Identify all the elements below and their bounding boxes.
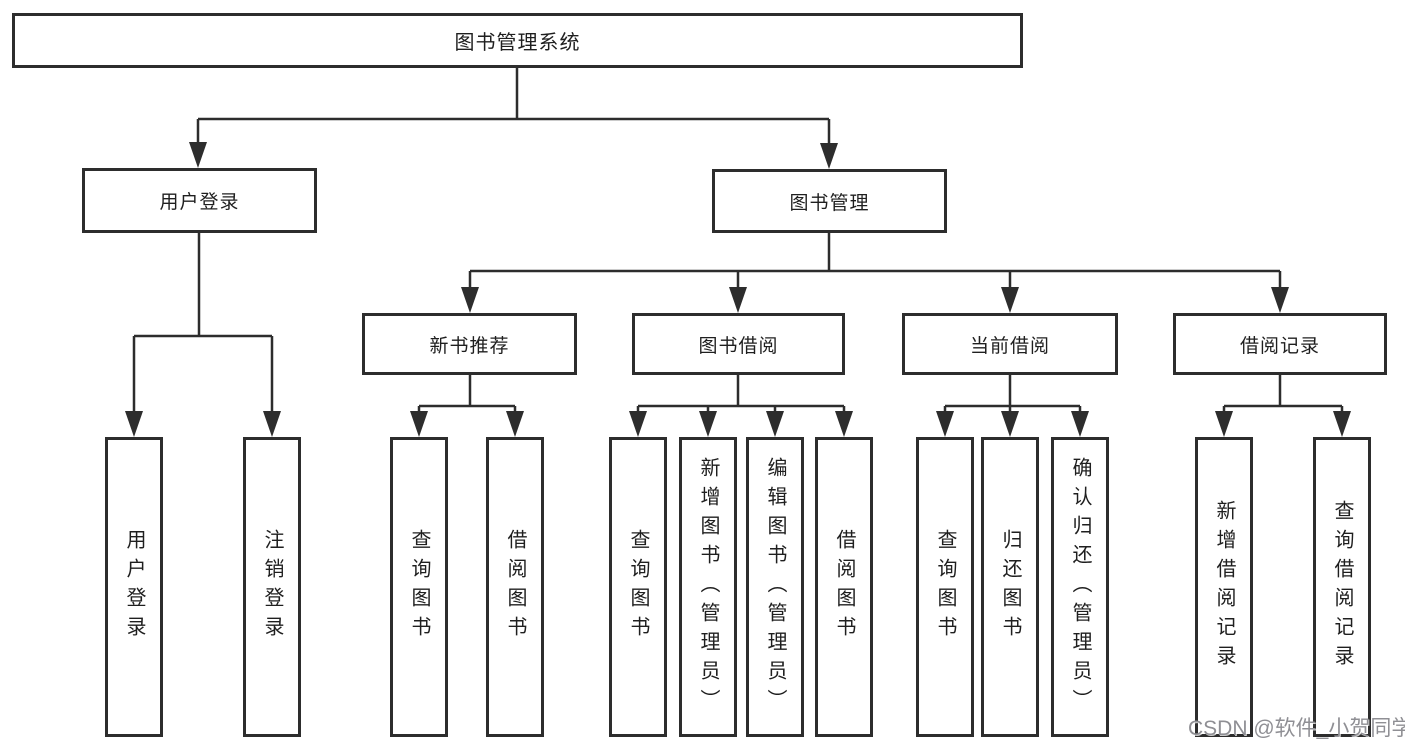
leaf-edit-books-admin-label: 编辑图书（管理员） bbox=[764, 456, 786, 718]
leaf-confirm-return-admin-label: 确认归还（管理员） bbox=[1069, 456, 1091, 718]
leaf-logout: 注销登录 bbox=[243, 437, 301, 737]
arrowhead bbox=[1001, 287, 1019, 313]
arrowhead bbox=[1071, 411, 1089, 437]
arrowhead bbox=[820, 143, 838, 169]
node-current-borrow-label: 当前借阅 bbox=[969, 335, 1050, 357]
node-new-book-recommend: 新书推荐 bbox=[362, 313, 577, 375]
node-user-login: 用户登录 bbox=[82, 168, 317, 233]
leaf-user-login-label: 用户登录 bbox=[123, 529, 145, 645]
leaf-query-books-current: 查询图书 bbox=[916, 437, 974, 737]
leaf-query-borrow-record-label: 查询借阅记录 bbox=[1331, 500, 1353, 674]
leaf-confirm-return-admin: 确认归还（管理员） bbox=[1051, 437, 1109, 737]
csdn-watermark: CSDN @软件_小贺同学 bbox=[1188, 717, 1405, 740]
arrowhead bbox=[506, 411, 524, 437]
connector-user-login-children bbox=[125, 233, 281, 437]
leaf-query-books-current-label: 查询图书 bbox=[934, 529, 956, 645]
arrowhead bbox=[1333, 411, 1351, 437]
leaf-query-borrow-record: 查询借阅记录 bbox=[1313, 437, 1371, 737]
connector-book-mgmt-to-level3 bbox=[461, 233, 1289, 313]
leaf-borrow-books: 借阅图书 bbox=[815, 437, 873, 737]
arrowhead bbox=[410, 411, 428, 437]
arrowhead bbox=[125, 411, 143, 437]
arrowhead bbox=[729, 287, 747, 313]
leaf-add-borrow-record-label: 新增借阅记录 bbox=[1213, 500, 1235, 674]
leaf-query-books-borrow-label: 查询图书 bbox=[627, 529, 649, 645]
leaf-return-books-label: 归还图书 bbox=[999, 529, 1021, 645]
arrowhead bbox=[936, 411, 954, 437]
node-borrow-records-label: 借阅记录 bbox=[1239, 335, 1320, 357]
leaf-borrow-books-recommend-label: 借阅图书 bbox=[504, 529, 526, 645]
arrowhead bbox=[1271, 287, 1289, 313]
arrowhead bbox=[1001, 411, 1019, 437]
leaf-borrow-books-recommend: 借阅图书 bbox=[486, 437, 544, 737]
node-root-library-system: 图书管理系统 bbox=[12, 13, 1023, 68]
node-book-management-label: 图书管理 bbox=[789, 192, 870, 214]
leaf-return-books: 归还图书 bbox=[981, 437, 1039, 737]
leaf-query-books-recommend: 查询图书 bbox=[390, 437, 448, 737]
arrowhead bbox=[461, 287, 479, 313]
arrowhead bbox=[766, 411, 784, 437]
node-user-login-label: 用户登录 bbox=[159, 192, 240, 213]
node-root-label: 图书管理系统 bbox=[454, 32, 581, 54]
leaf-add-books-admin: 新增图书（管理员） bbox=[679, 437, 737, 737]
arrowhead bbox=[189, 142, 207, 168]
connector-new-books-children bbox=[410, 375, 524, 437]
arrowhead bbox=[1215, 411, 1233, 437]
connector-current-borrow-children bbox=[936, 375, 1089, 437]
leaf-add-books-admin-label: 新增图书（管理员） bbox=[697, 456, 719, 718]
node-borrow-records: 借阅记录 bbox=[1173, 313, 1387, 375]
connector-book-borrow-children bbox=[629, 375, 853, 437]
arrowhead bbox=[835, 411, 853, 437]
leaf-edit-books-admin: 编辑图书（管理员） bbox=[746, 437, 804, 737]
node-book-borrow: 图书借阅 bbox=[632, 313, 845, 375]
node-new-book-recommend-label: 新书推荐 bbox=[429, 335, 510, 357]
arrowhead bbox=[629, 411, 647, 437]
arrowhead bbox=[263, 411, 281, 437]
connector-borrow-records-children bbox=[1215, 375, 1351, 437]
node-book-management: 图书管理 bbox=[712, 169, 947, 233]
connector-root-to-level2 bbox=[189, 68, 838, 169]
node-current-borrow: 当前借阅 bbox=[902, 313, 1118, 375]
node-book-borrow-label: 图书借阅 bbox=[698, 335, 779, 357]
leaf-logout-label: 注销登录 bbox=[261, 529, 283, 645]
leaf-query-books-borrow: 查询图书 bbox=[609, 437, 667, 737]
leaf-user-login: 用户登录 bbox=[105, 437, 163, 737]
leaf-borrow-books-label: 借阅图书 bbox=[833, 529, 855, 645]
arrowhead bbox=[699, 411, 717, 437]
leaf-add-borrow-record: 新增借阅记录 bbox=[1195, 437, 1253, 737]
leaf-query-books-recommend-label: 查询图书 bbox=[408, 529, 430, 645]
